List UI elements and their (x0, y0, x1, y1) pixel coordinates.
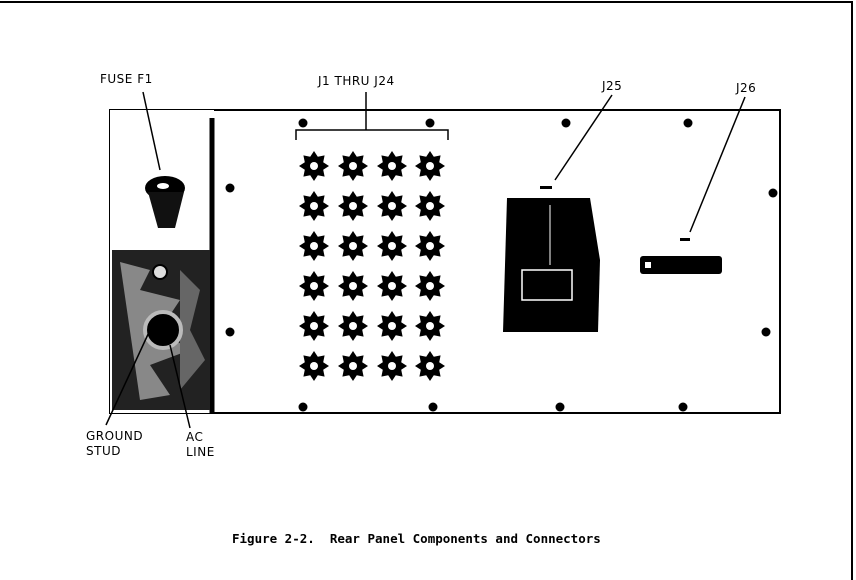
j25-connector (503, 186, 600, 332)
figure-caption: Figure 2-2. Rear Panel Components and Co… (232, 531, 601, 546)
screw-icon (683, 118, 693, 128)
ground-stud (152, 264, 168, 280)
jack-connector (338, 231, 368, 261)
label-ground-stud: GROUND STUD (86, 429, 143, 459)
figure-title: Rear Panel Components and Connectors (329, 531, 601, 546)
jacks-bracket (295, 92, 449, 140)
jack-connector (299, 231, 329, 261)
label-ground-line2: STUD (86, 444, 121, 458)
jack-grid (299, 151, 445, 381)
screw-icon (425, 118, 435, 128)
screw-icon (428, 402, 438, 412)
jack-connector (338, 151, 368, 181)
label-j1-thru-j24: J1 THRU J24 (318, 74, 395, 88)
jack-connector (415, 311, 445, 341)
screw-icon (225, 327, 235, 337)
jack-connector (338, 311, 368, 341)
jack-connector (377, 311, 407, 341)
jack-connector (415, 151, 445, 181)
screw-icon (298, 402, 308, 412)
jack-connector (415, 191, 445, 221)
screw-icon (555, 402, 565, 412)
screw-icon (768, 188, 778, 198)
figure-number: Figure 2-2. (232, 531, 315, 546)
jack-connector (415, 351, 445, 381)
label-ground-line1: GROUND (86, 429, 144, 443)
screw-icon (678, 402, 688, 412)
jack-connector (299, 351, 329, 381)
screw-icon (298, 118, 308, 128)
screw-icon (225, 183, 235, 193)
jack-connector (299, 271, 329, 301)
jack-connector (338, 271, 368, 301)
screw-icon (561, 118, 571, 128)
jack-connector (377, 271, 407, 301)
jack-connector (415, 231, 445, 261)
jack-connector (377, 351, 407, 381)
jack-connector (338, 191, 368, 221)
label-ac-line2: LINE (186, 445, 215, 459)
jack-connector (377, 191, 407, 221)
jack-connector (338, 351, 368, 381)
label-j26: J26 (736, 81, 757, 95)
screw-icon (761, 327, 771, 337)
jack-connector (299, 311, 329, 341)
jack-connector (299, 191, 329, 221)
jack-connector (377, 231, 407, 261)
jack-connector (299, 151, 329, 181)
label-ac-line: AC LINE (186, 430, 215, 460)
label-j25: J25 (602, 79, 623, 93)
label-ac-line1: AC (186, 430, 204, 444)
ac-line-connector (143, 310, 183, 350)
jack-connector (415, 271, 445, 301)
j26-connector (640, 238, 722, 274)
panel-screws (225, 118, 778, 412)
fuse-holder (145, 176, 185, 228)
leader-lines (105, 91, 746, 429)
label-fuse-f1: FUSE F1 (100, 72, 153, 86)
jack-connector (377, 151, 407, 181)
power-subpanel (110, 110, 215, 413)
